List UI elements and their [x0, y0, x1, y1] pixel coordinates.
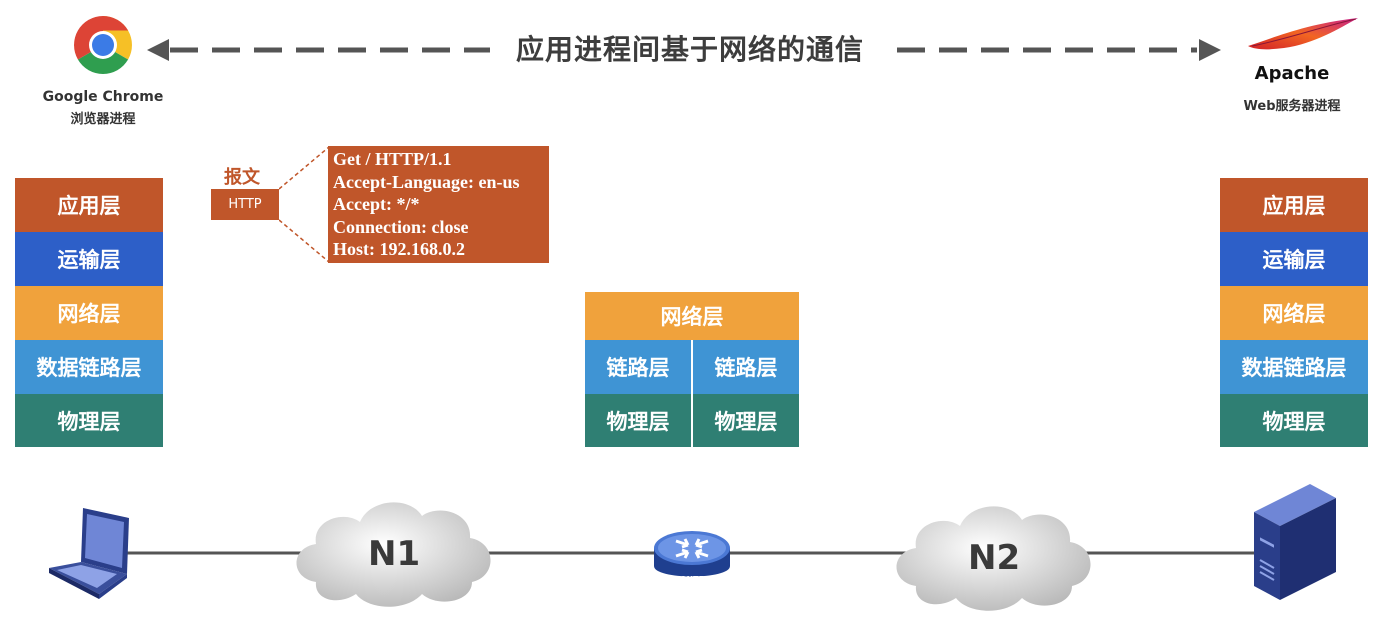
message-line: Connection: close — [333, 216, 469, 237]
message-line: Host: 192.168.0.2 — [333, 239, 465, 259]
cloud-n2-icon — [888, 494, 1098, 614]
message-line: Get / HTTP/1.1 — [333, 149, 452, 169]
left-layer-datalink: 数据链路层 — [15, 340, 163, 394]
right-layer-transport: 运输层 — [1220, 232, 1368, 286]
cloud-n1-label: N1 — [368, 534, 421, 574]
right-layer-physical: 物理层 — [1220, 394, 1368, 447]
message-line: Accept-Language: en-us — [333, 171, 520, 192]
client-name: Google Chrome — [42, 89, 164, 105]
router-layer-link-left: 链路层 — [585, 340, 691, 394]
communication-arrow — [147, 39, 1221, 61]
server-sub: Web服务器进程 — [1243, 99, 1341, 114]
server-icon — [1250, 482, 1340, 602]
server-name: Apache — [1254, 63, 1330, 84]
left-layer-network: 网络层 — [15, 286, 163, 340]
client-sub: 浏览器进程 — [70, 112, 136, 127]
right-layer-application: 应用层 — [1220, 178, 1368, 232]
http-message-box: Get / HTTP/1.1 Accept-Language: en-us Ac… — [328, 146, 549, 263]
router-layer-network: 网络层 — [585, 292, 799, 340]
left-layer-transport: 运输层 — [15, 232, 163, 286]
router-layer-physical-left: 物理层 — [585, 394, 691, 447]
chrome-logo-icon — [72, 14, 134, 76]
router-label: ROUTER — [673, 575, 711, 584]
message-line: Accept: */* — [333, 194, 420, 214]
laptop-icon — [45, 506, 135, 602]
right-layer-network: 网络层 — [1220, 286, 1368, 340]
left-layer-application: 应用层 — [15, 178, 163, 232]
cloud-n1-icon — [288, 490, 498, 610]
right-layer-datalink: 数据链路层 — [1220, 340, 1368, 394]
http-tag: HTTP — [211, 189, 279, 220]
cloud-n2-label: N2 — [968, 538, 1021, 578]
left-layer-physical: 物理层 — [15, 394, 163, 447]
apache-feather-icon — [1244, 14, 1362, 54]
message-label: 报文 — [224, 167, 260, 188]
router-layer-physical-right: 物理层 — [693, 394, 799, 447]
callout-lines — [279, 146, 330, 263]
router-icon — [650, 526, 734, 590]
router-layer-link-right: 链路层 — [693, 340, 799, 394]
page-title: 应用进程间基于网络的通信 — [515, 33, 864, 66]
